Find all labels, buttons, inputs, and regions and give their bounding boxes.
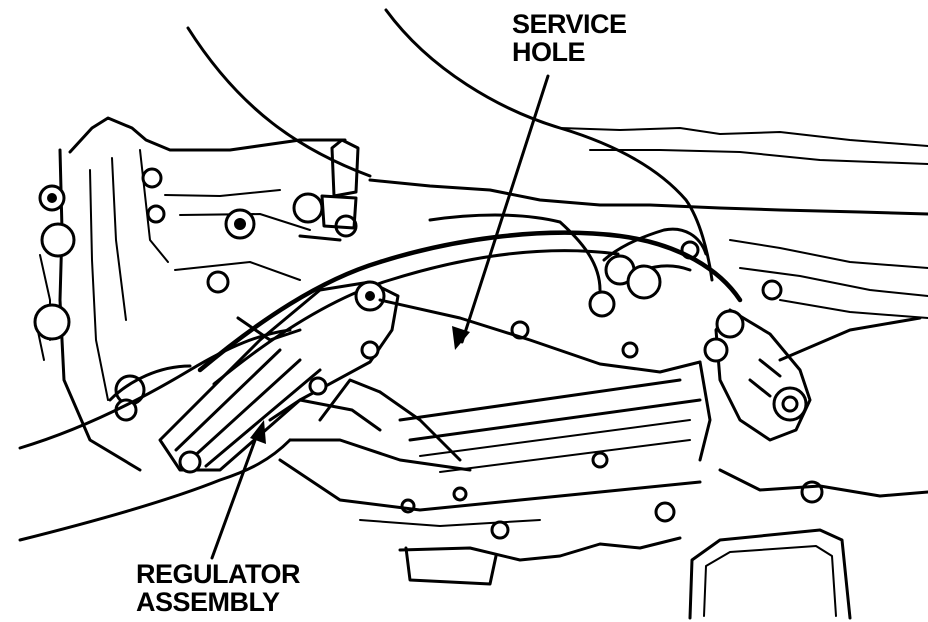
regulator-assembly-label-line2: ASSEMBLY xyxy=(136,587,280,617)
service-hole-label-line1: SERVICE xyxy=(512,9,627,39)
upper-arm-outline xyxy=(186,8,714,300)
panel-fasteners xyxy=(33,167,824,540)
regulator-body xyxy=(158,280,472,474)
lower-panel xyxy=(359,468,928,620)
service-hole-label: SERVICE HOLE xyxy=(512,10,627,66)
service-hole-label-line2: HOLE xyxy=(512,37,586,67)
window-tracks xyxy=(278,298,712,512)
regulator-cable xyxy=(197,213,743,386)
lower-arm-outline xyxy=(18,328,292,542)
service-hole-leader xyxy=(452,74,550,350)
regulator-assembly-label-line1: REGULATOR xyxy=(136,559,301,589)
regulator-motor xyxy=(703,308,922,442)
regulator-leader xyxy=(210,420,266,560)
regulator-assembly-label: REGULATOR ASSEMBLY xyxy=(136,559,301,617)
